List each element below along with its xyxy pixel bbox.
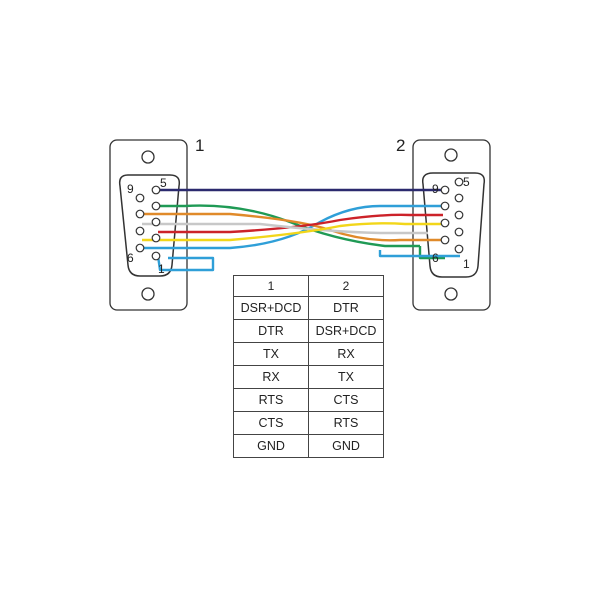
connector-2-pin-8 — [440, 201, 450, 211]
table-cell: GND — [233, 434, 309, 458]
connector-1-pin-8 — [135, 209, 145, 219]
table-cell: DTR — [308, 296, 384, 320]
table-row: TX RX — [233, 342, 384, 366]
wires — [142, 188, 460, 272]
connector-1-pins — [135, 185, 161, 261]
table-row: DTR DSR+DCD — [233, 319, 384, 343]
connector-2-mount-hole-bottom — [444, 287, 458, 301]
table-cell: CTS — [308, 388, 384, 412]
wire-red — [158, 213, 443, 234]
connector-2-pin-3 — [454, 210, 464, 220]
connector-1-pin-7 — [135, 226, 145, 236]
table-row: DSR+DCD DTR — [233, 296, 384, 320]
table-row: RX TX — [233, 365, 384, 389]
table-cell: TX — [308, 365, 384, 389]
connector-2-mount-hole-top — [444, 148, 458, 162]
connector-2-pin-label-5: 5 — [463, 175, 470, 189]
connector-1-mount-hole-top — [141, 150, 155, 164]
table-header-connector-2: 2 — [308, 275, 384, 297]
connector-1-mount-hole-bottom — [141, 287, 155, 301]
connector-1-pin-label-1: 1 — [158, 262, 165, 276]
connector-2-pin-label-6: 6 — [432, 251, 439, 265]
connector-1-d-shell — [118, 174, 181, 277]
connector-1-pin-6 — [135, 243, 145, 253]
connector-2-pin-5 — [454, 177, 464, 187]
connector-1-pin-label-6: 6 — [127, 251, 134, 265]
pin-mapping-table: 1 2 DSR+DCD DTR DTR DSR+DCD TX RX RX TX — [233, 275, 384, 458]
connector-1-pin-2 — [151, 233, 161, 243]
table-cell: TX — [233, 342, 309, 366]
wire-blue-left-u — [156, 255, 215, 272]
wire-blue-right — [378, 250, 460, 258]
table-cell: RX — [233, 365, 309, 389]
table-cell: GND — [308, 434, 384, 458]
table-cell: CTS — [233, 411, 309, 435]
connector-1-pin-label-9: 9 — [127, 182, 134, 196]
connector-1-pin-label-5: 5 — [160, 176, 167, 190]
connector-2-pin-1 — [454, 244, 464, 254]
connector-1-pin-4 — [151, 201, 161, 211]
connector-2-pin-6 — [440, 235, 450, 245]
table-cell: DTR — [233, 319, 309, 343]
connector-2-d-shell — [421, 172, 486, 278]
connector-1-pin-9 — [135, 193, 145, 203]
wire-gray — [142, 222, 428, 235]
connector-2-label: 2 — [396, 136, 406, 155]
table-row: GND GND — [233, 434, 384, 458]
connector-2-pin-9 — [440, 185, 450, 195]
table-header-connector-1: 1 — [233, 275, 309, 297]
connector-2-pin-label-1: 1 — [463, 257, 470, 271]
pin-mapping-table-wrap: 1 2 DSR+DCD DTR DTR DSR+DCD TX RX RX TX — [233, 275, 384, 458]
connector-1-label: 1 — [195, 136, 205, 155]
table-header-row: 1 2 — [233, 275, 384, 297]
connector-2-pin-4 — [454, 193, 464, 203]
connector-2-pin-7 — [440, 218, 450, 228]
table-cell: DSR+DCD — [233, 296, 309, 320]
table-cell: DSR+DCD — [308, 319, 384, 343]
table-row: CTS RTS — [233, 411, 384, 435]
table-cell: RX — [308, 342, 384, 366]
table-row: RTS CTS — [233, 388, 384, 412]
table-cell: RTS — [233, 388, 309, 412]
connector-2-pins — [440, 177, 464, 254]
table-cell: RTS — [308, 411, 384, 435]
connector-1-pin-5 — [151, 185, 161, 195]
wire-green-return — [418, 246, 445, 260]
connector-1-pin-3 — [151, 217, 161, 227]
wire-yellow — [142, 222, 443, 242]
connector-2-pin-2 — [454, 227, 464, 237]
connector-2 — [412, 139, 491, 311]
connector-2-pin-label-9: 9 — [432, 182, 439, 196]
wire-blue — [142, 204, 443, 250]
connector-1-pin-1 — [151, 251, 161, 261]
